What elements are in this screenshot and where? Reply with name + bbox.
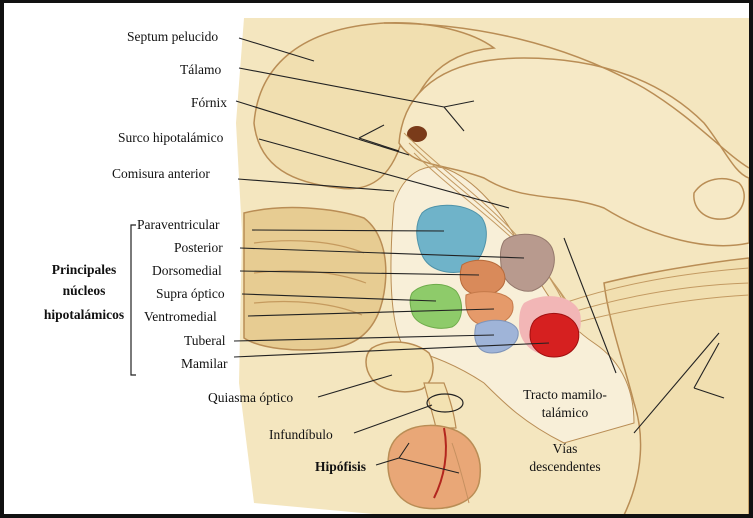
label-fornix: Fórnix: [191, 95, 227, 110]
label-surco: Surco hipotalámico: [118, 130, 223, 145]
label-septum: Septum pelucido: [127, 29, 218, 44]
hypothalamus-illustration: [4, 3, 749, 515]
label-posterior: Posterior: [174, 240, 223, 255]
label-vias-line1: Vías: [510, 441, 620, 456]
fornix-spot: [407, 126, 427, 142]
cortex-folds: [244, 208, 386, 350]
group-label-line3: hipotalámicos: [26, 307, 142, 322]
label-quiasma: Quiasma óptico: [208, 390, 293, 405]
nuclei-bracket: [131, 225, 136, 375]
label-talamo: Tálamo: [180, 62, 221, 77]
label-tracto-line1: Tracto mamilo-: [510, 387, 620, 402]
label-infundibulo: Infundíbulo: [269, 427, 333, 442]
nucleus-supraoptic: [410, 284, 461, 328]
label-vias-line2: descendentes: [510, 459, 620, 474]
group-label-line2: núcleos: [34, 283, 134, 298]
label-tuberal: Tuberal: [184, 333, 226, 348]
label-hipofisis: Hipófisis: [315, 459, 366, 474]
label-mamilar: Mamilar: [181, 356, 228, 371]
label-paraventricular: Paraventricular: [137, 217, 219, 232]
group-label-line1: Principales: [34, 262, 134, 277]
label-tracto-line2: talámico: [510, 405, 620, 420]
nucleus-mamilar: [530, 313, 579, 357]
label-supraoptico: Supra óptico: [156, 286, 225, 301]
label-dorsomedial: Dorsomedial: [152, 263, 222, 278]
label-comisura: Comisura anterior: [112, 166, 210, 181]
nucleus-dorsomedial: [460, 260, 505, 295]
label-ventromedial: Ventromedial: [144, 309, 217, 324]
